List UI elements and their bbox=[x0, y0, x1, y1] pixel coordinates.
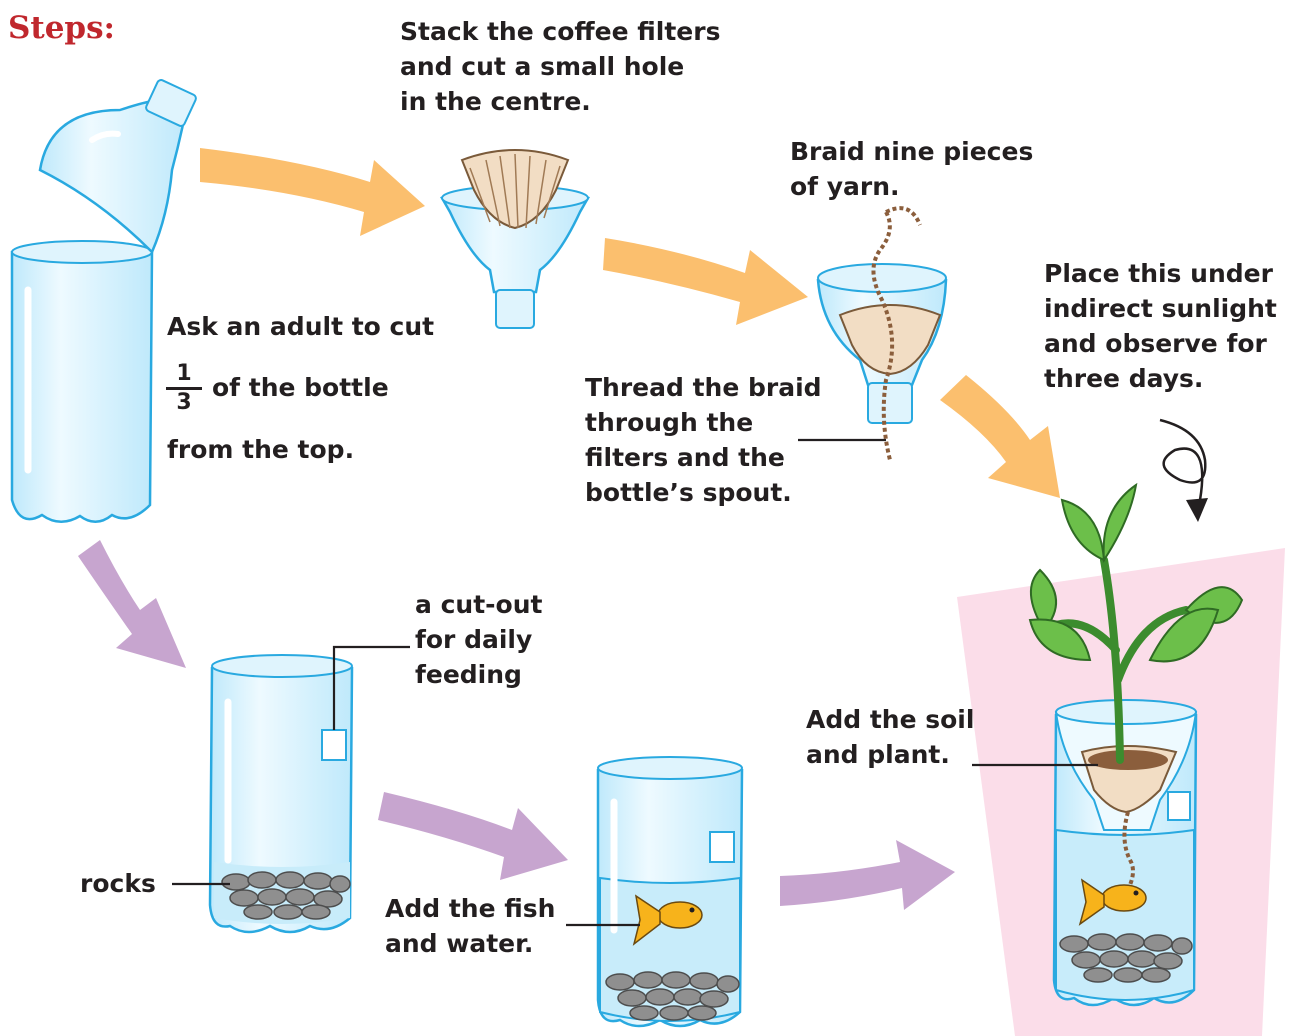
arrow-3-orange bbox=[940, 375, 1060, 498]
step-braid-yarn-label: Braid nine pieces of yarn. bbox=[790, 134, 1033, 204]
step-place-sunlight-label: Place this under indirect sunlight and o… bbox=[1044, 256, 1277, 396]
funnel-with-filters-icon bbox=[442, 150, 588, 328]
curly-arrow-icon bbox=[1160, 420, 1205, 500]
cutout-label: a cut-out for daily feeding bbox=[415, 587, 542, 692]
fraction-numerator: 1 bbox=[166, 361, 202, 387]
page-title: Steps: bbox=[8, 10, 115, 46]
arrow-2-orange bbox=[603, 238, 808, 325]
step-cut-bottle-label-2: of the bottle bbox=[212, 370, 389, 405]
bottle-with-fish-icon bbox=[598, 757, 742, 1026]
step-stack-filters-label: Stack the coffee filters and cut a small… bbox=[400, 14, 720, 119]
curly-arrowhead bbox=[1186, 498, 1208, 522]
step-thread-braid-label: Thread the braid through the filters and… bbox=[585, 370, 822, 510]
arrow-5-purple bbox=[378, 792, 568, 880]
step-add-fish-label: Add the fish and water. bbox=[385, 891, 555, 961]
arrow-6-purple bbox=[780, 840, 955, 910]
bottle-with-rocks-icon bbox=[210, 655, 352, 932]
step-add-soil-label: Add the soil and plant. bbox=[806, 702, 974, 772]
arrow-4-purple bbox=[78, 540, 186, 668]
fraction-one-third: 1 3 bbox=[166, 361, 202, 416]
step-cut-bottle-label-3: from the top. bbox=[167, 432, 354, 467]
fraction-denominator: 3 bbox=[166, 387, 202, 416]
funnel-with-braid-icon bbox=[818, 208, 946, 460]
rocks-label: rocks bbox=[80, 866, 156, 901]
step-cut-bottle-label-1: Ask an adult to cut bbox=[167, 309, 434, 344]
arrow-1-orange bbox=[200, 148, 425, 236]
